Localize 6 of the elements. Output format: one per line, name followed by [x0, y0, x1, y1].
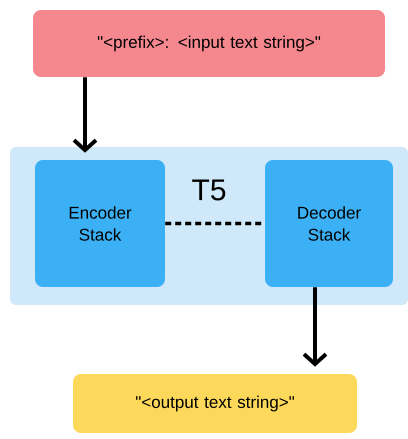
- decoder-box: Decoder Stack: [265, 160, 393, 287]
- encoder-box: Encoder Stack: [35, 160, 165, 287]
- input-box: "<prefix>: <input text string>": [33, 10, 385, 77]
- output-box: "<output text string>": [73, 374, 357, 433]
- arrow: [72, 77, 98, 153]
- arrow: [302, 287, 328, 367]
